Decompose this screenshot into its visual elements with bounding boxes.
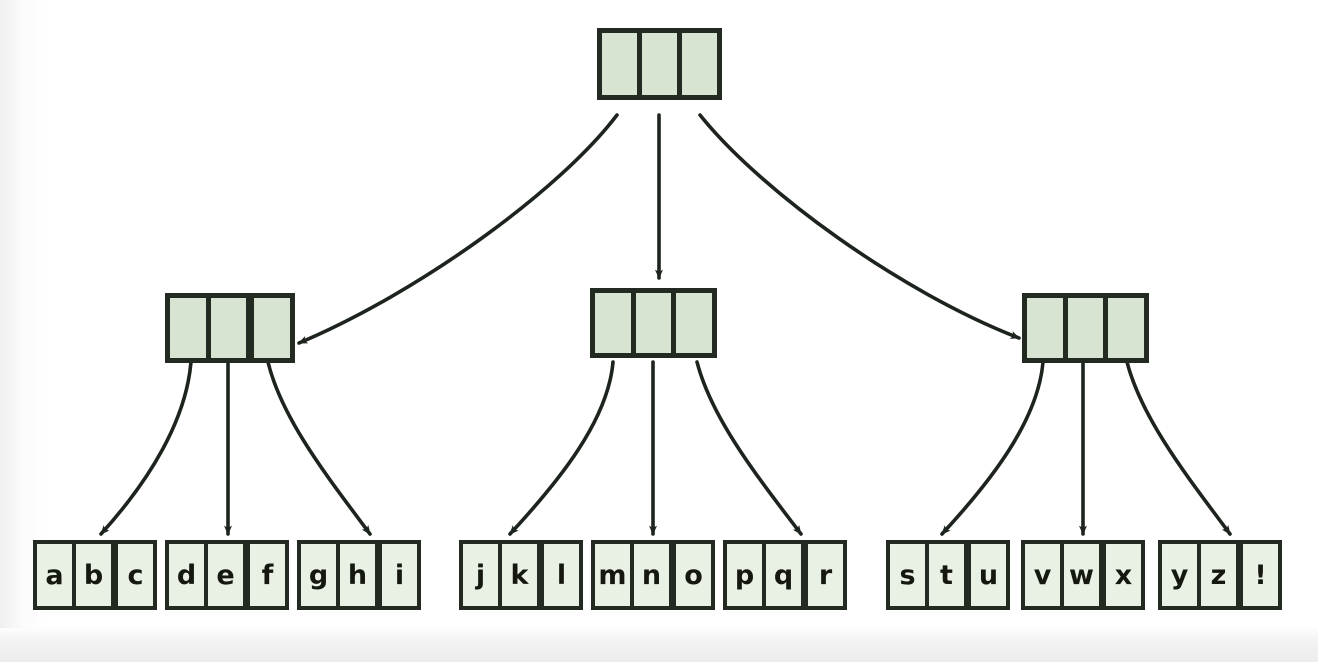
edge-left-to-leaf-1 (99, 360, 193, 536)
leaf-node-3[interactable]: g h i (297, 540, 421, 610)
leaf-4-cell-2[interactable]: l (544, 544, 579, 606)
internal-left-cell-0[interactable] (170, 298, 206, 358)
leaf-node-2[interactable]: d e f (165, 540, 289, 610)
leaf-node-6[interactable]: p q r (723, 540, 847, 610)
root-cell-1[interactable] (642, 33, 677, 95)
edge-root-to-right (698, 113, 1021, 340)
edge-right-to-leaf-9 (1125, 360, 1232, 536)
bottom-band (0, 628, 1318, 662)
leaf-1-cell-2[interactable]: c (118, 544, 153, 606)
leaf-9-cell-2[interactable]: ! (1243, 544, 1278, 606)
leaf-9-cell-0[interactable]: y (1162, 544, 1197, 606)
edge-right-to-leaf-7 (940, 360, 1045, 536)
leaf-node-1[interactable]: a b c (33, 540, 157, 610)
leaf-node-7[interactable]: s t u (886, 540, 1010, 610)
internal-left-cell-1[interactable] (210, 298, 247, 358)
root-cell-0[interactable] (602, 33, 637, 95)
internal-center-cell-2[interactable] (676, 293, 713, 353)
leaf-7-cell-0[interactable]: s (890, 544, 925, 606)
root-node[interactable] (597, 28, 722, 100)
edge-center-to-leaf-4 (508, 360, 615, 536)
edge-left-to-leaf-3 (266, 360, 372, 536)
leaf-5-cell-0[interactable]: m (595, 544, 630, 606)
leaf-6-cell-1[interactable]: q (766, 544, 801, 606)
leaf-8-cell-0[interactable]: v (1025, 544, 1060, 606)
leaf-3-cell-1[interactable]: h (340, 544, 375, 606)
internal-left-cell-2[interactable] (254, 298, 291, 358)
internal-center-cell-1[interactable] (635, 293, 672, 353)
leaf-3-cell-2[interactable]: i (382, 544, 417, 606)
internal-right-cell-0[interactable] (1027, 298, 1063, 358)
leaf-6-cell-0[interactable]: p (727, 544, 762, 606)
leaf-4-cell-1[interactable]: k (502, 544, 537, 606)
leaf-1-cell-1[interactable]: b (76, 544, 111, 606)
leaf-1-cell-0[interactable]: a (37, 544, 72, 606)
leaf-2-cell-0[interactable]: d (169, 544, 204, 606)
leaf-node-4[interactable]: j k l (459, 540, 583, 610)
leaf-5-cell-2[interactable]: o (676, 544, 711, 606)
leaf-8-cell-1[interactable]: w (1064, 544, 1099, 606)
edge-root-to-left (297, 113, 619, 345)
internal-node-right[interactable] (1022, 293, 1149, 363)
leaf-node-5[interactable]: m n o (591, 540, 715, 610)
leaf-2-cell-1[interactable]: e (208, 544, 243, 606)
edge-center-to-leaf-6 (695, 360, 803, 536)
leaf-5-cell-1[interactable]: n (634, 544, 669, 606)
leaf-9-cell-1[interactable]: z (1201, 544, 1236, 606)
internal-node-left[interactable] (165, 293, 295, 363)
leaf-3-cell-0[interactable]: g (301, 544, 336, 606)
leaf-4-cell-0[interactable]: j (463, 544, 498, 606)
leaf-node-9[interactable]: y z ! (1158, 540, 1282, 610)
internal-right-cell-2[interactable] (1108, 298, 1145, 358)
leaf-2-cell-2[interactable]: f (250, 544, 285, 606)
leaf-7-cell-2[interactable]: u (971, 544, 1006, 606)
leaf-7-cell-1[interactable]: t (929, 544, 964, 606)
leaf-node-8[interactable]: v w x (1021, 540, 1145, 610)
leaf-8-cell-2[interactable]: x (1106, 544, 1141, 606)
root-cell-2[interactable] (682, 33, 717, 95)
leaf-6-cell-2[interactable]: r (808, 544, 843, 606)
internal-node-center[interactable] (590, 288, 717, 358)
internal-right-cell-1[interactable] (1067, 298, 1104, 358)
internal-center-cell-0[interactable] (595, 293, 631, 353)
